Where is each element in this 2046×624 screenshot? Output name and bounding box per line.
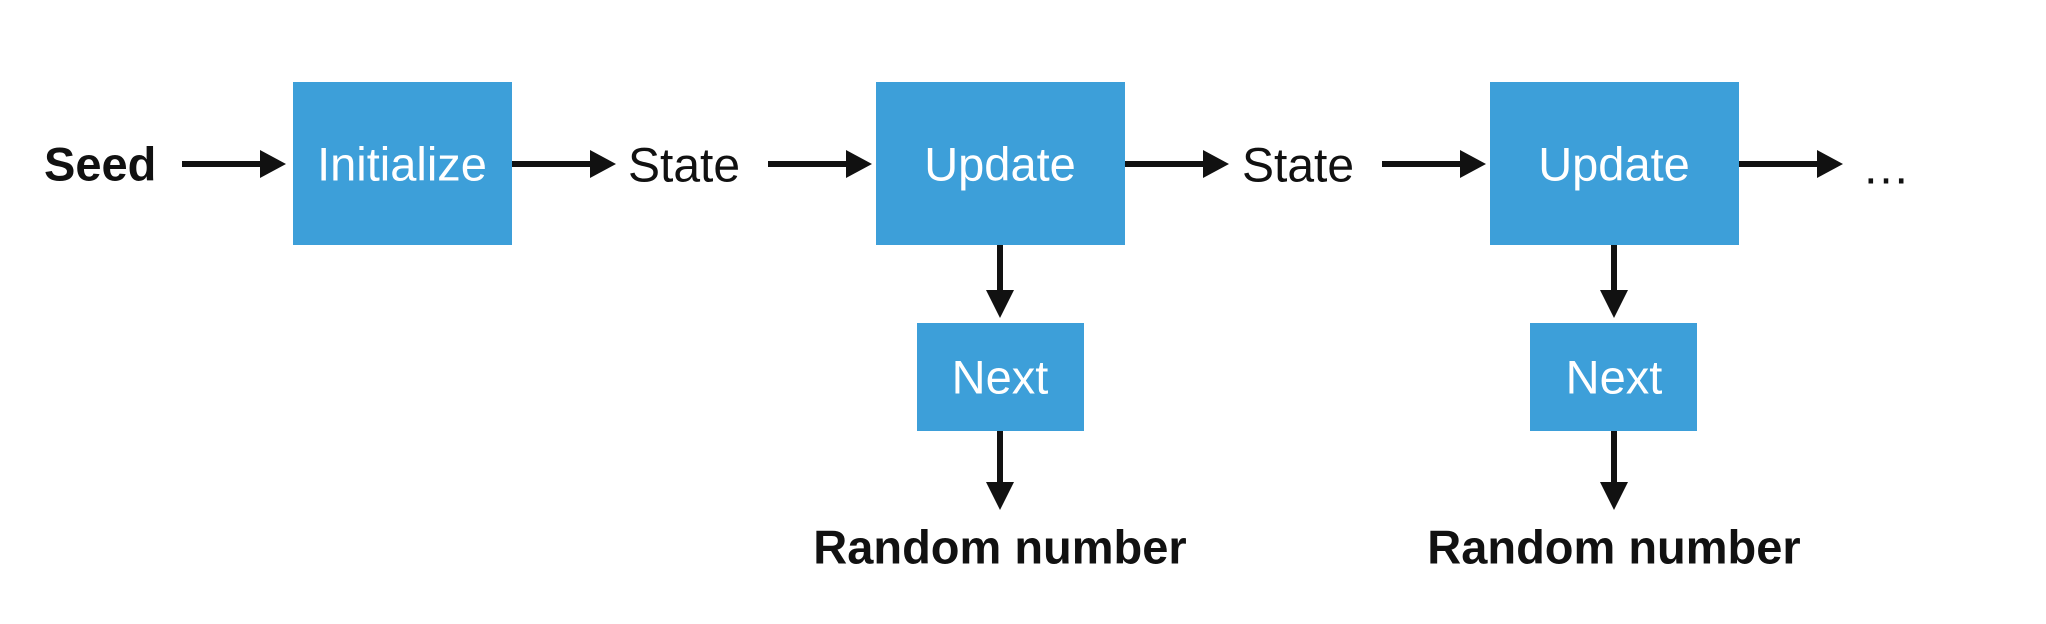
arrow-update-to-state-2 xyxy=(1125,150,1229,178)
arrow-state-to-update-2 xyxy=(1382,150,1486,178)
update-label-1: Update xyxy=(924,138,1076,191)
arrow-seed-to-initialize xyxy=(182,150,286,178)
update-box-1: Update xyxy=(876,82,1125,245)
state-label-1: State xyxy=(628,140,740,193)
next-label-2: Next xyxy=(1566,351,1663,404)
arrow-initialize-to-state xyxy=(512,150,616,178)
random-number-label-2: Random number xyxy=(1427,521,1800,574)
arrow-update-to-next-1 xyxy=(986,245,1014,318)
random-number-label-1: Random number xyxy=(813,521,1186,574)
arrow-next-to-random-1 xyxy=(986,431,1014,510)
next-label-1: Next xyxy=(952,351,1049,404)
update-box-2: Update xyxy=(1490,82,1739,245)
seed-label: Seed xyxy=(44,138,156,191)
next-box-1: Next xyxy=(917,323,1084,431)
next-box-2: Next xyxy=(1530,323,1697,431)
initialize-label: Initialize xyxy=(317,138,487,191)
state-label-2: State xyxy=(1242,140,1354,193)
update-label-2: Update xyxy=(1538,138,1690,191)
arrow-state-to-update-1 xyxy=(768,150,872,178)
initialize-box: Initialize xyxy=(293,82,512,245)
arrow-next-to-random-2 xyxy=(1600,431,1628,510)
ellipsis-label: … xyxy=(1862,142,1910,195)
arrow-update-to-ellipsis xyxy=(1739,150,1843,178)
arrow-update-to-next-2 xyxy=(1600,245,1628,318)
